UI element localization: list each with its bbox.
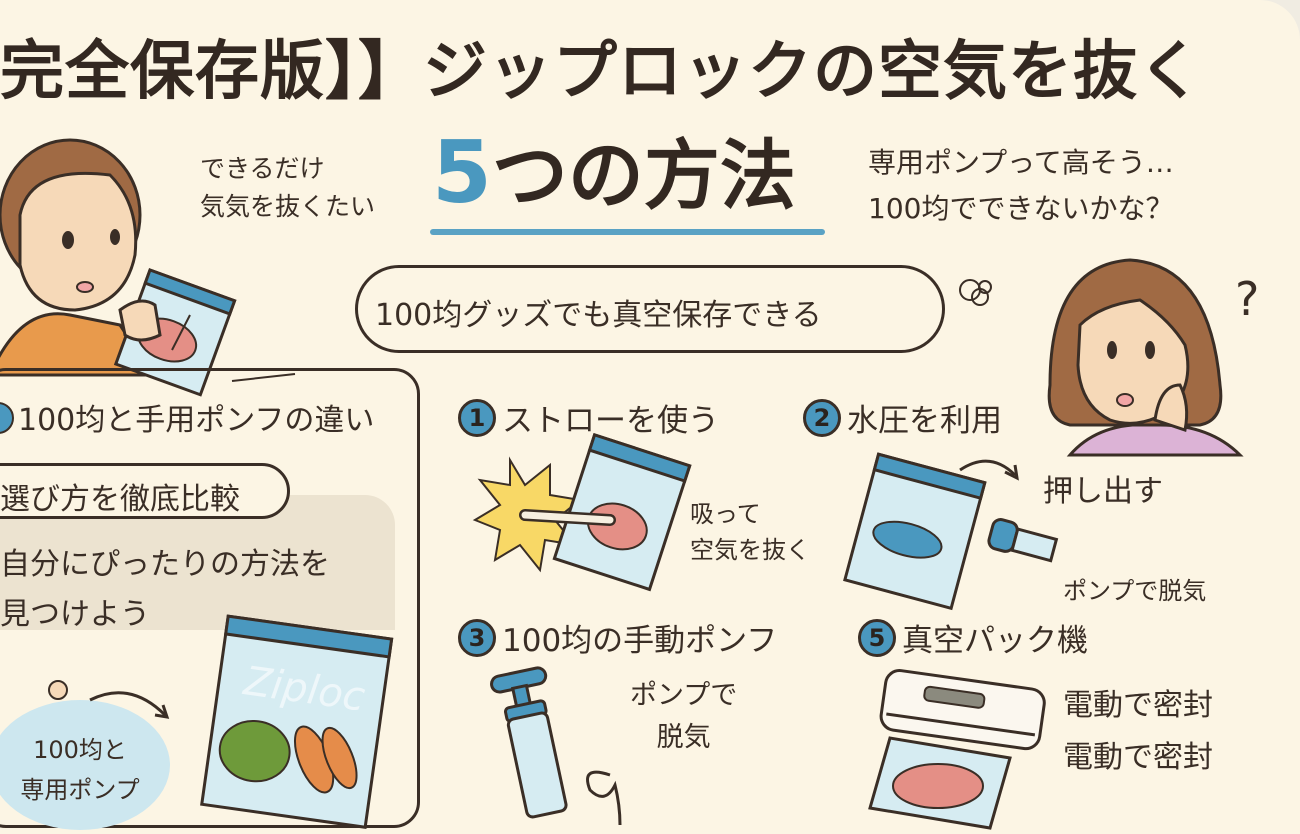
subtitle-number: 5: [432, 123, 492, 223]
step-3-note: ポンプで 脱気: [630, 680, 738, 753]
comparison-panel: [0, 368, 420, 828]
svg-text:?: ?: [1235, 272, 1259, 326]
panel-tagline: 自分にぴったりの方法を 見つけよう: [0, 547, 330, 632]
step-5-note: 電動で密封 電動で密封: [1063, 688, 1213, 775]
hand-pump-illustration: [490, 666, 622, 826]
panel-blob-text: 100均と 専用ポンプ: [20, 736, 140, 804]
step-5-title: 5 真空パック機: [858, 615, 1088, 660]
panel-heading: 100均と手用ポンフの違い: [18, 403, 375, 438]
panel-blob: [0, 700, 170, 830]
step-1-note: 吸って 空気を抜く: [690, 500, 810, 564]
ziploc-bag-illustration: Ziploc: [200, 614, 394, 829]
step-2-note-push: 押し出す: [1043, 474, 1163, 509]
step-3-badge: 3: [458, 618, 496, 657]
step-2-title: 2 水圧を利用: [803, 395, 1002, 440]
page-title: 完全保存版】】ジップロックの空気を抜く: [0, 35, 1203, 109]
page-subtitle: 5つの方法: [432, 130, 796, 216]
panel-pill: [0, 463, 290, 519]
step-1-title: 1 ストローを使う: [458, 395, 719, 440]
left-speech-text: できるだけ 気気を抜くたい: [200, 154, 376, 221]
step-2-note-pump: ポンプで脱気: [1063, 577, 1207, 605]
subtitle-underline: [430, 229, 825, 235]
speech-bubble-text: 100均グッズでも真空保存できる: [375, 298, 822, 333]
arrow-icon: [48, 680, 170, 719]
step-3-title: 3 100均の手動ポンフ: [458, 615, 777, 660]
step-2-badge: 2: [803, 398, 841, 437]
right-speech-text: 専用ポンプって高そう… 100均でできないかな？: [868, 146, 1174, 225]
thinking-woman-illustration: ?: [1047, 258, 1259, 457]
speech-bubble: [355, 265, 945, 353]
water-pressure-illustration: [843, 452, 1059, 611]
woman-holding-bag-illustration: [0, 138, 296, 397]
vacuum-sealer-illustration: [868, 669, 1046, 830]
subtitle-text: つの方法: [491, 131, 796, 220]
thought-swirl-icon: [959, 279, 992, 306]
panel-pill-text: 選び方を徹底比較: [0, 482, 240, 517]
straw-bag-illustration: [472, 432, 692, 592]
step-1-badge: 1: [458, 398, 496, 437]
step-5-badge: 5: [858, 618, 896, 657]
